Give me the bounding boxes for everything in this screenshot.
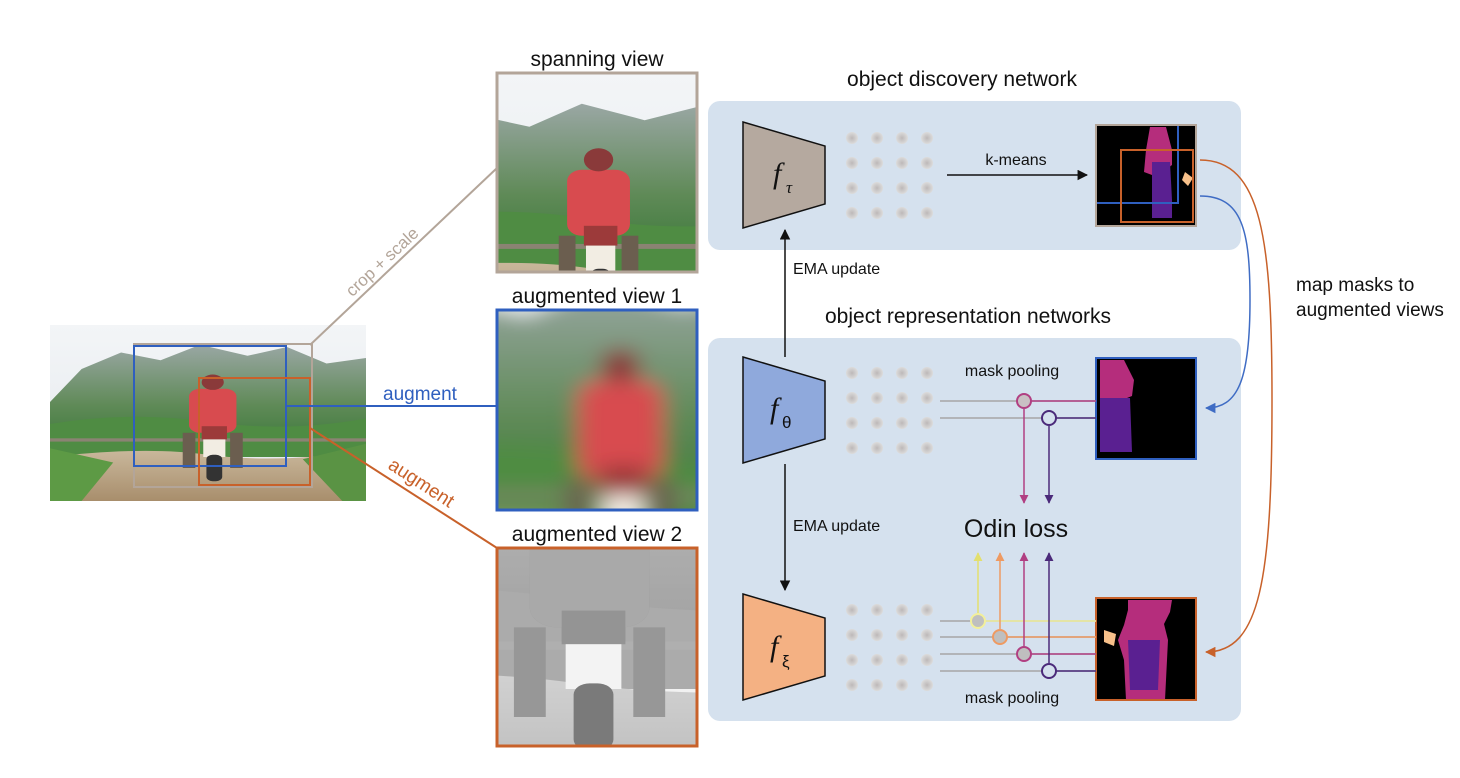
feature-dot [921,182,933,194]
feature-dot [896,207,908,219]
feature-dot [871,132,883,144]
view2-crop-box [198,377,311,486]
feature-grid-theta [846,367,933,454]
feature-dot [921,132,933,144]
mask-view-1 [1095,357,1197,460]
feature-dot [896,392,908,404]
feature-dot [871,392,883,404]
feature-dot [896,604,908,616]
feature-grid-tau [846,132,933,219]
feature-dot [846,392,858,404]
feature-dot [871,629,883,641]
feature-dot [871,207,883,219]
feature-dot [921,442,933,454]
feature-dot [896,132,908,144]
feature-dot [921,207,933,219]
ema-update-label-top: EMA update [793,261,880,278]
feature-dot [921,392,933,404]
encoder-f-tau: f τ [742,120,826,230]
augment-blue-label: augment [383,384,458,405]
feature-dot [896,157,908,169]
crop-scale-line [309,167,498,346]
feature-dot [896,182,908,194]
feature-dot [846,629,858,641]
map-mask-curve-orange [1199,159,1273,658]
feature-dot [921,367,933,379]
feature-dot [846,367,858,379]
feature-dot [846,679,858,691]
source-image [50,325,366,501]
mask-view-2 [1095,597,1197,701]
encoder-f-xi: f ξ [742,592,826,702]
map-masks-label-line1: map masks to [1296,275,1414,296]
crop-scale-label: crop + scale [342,224,422,301]
feature-dot [896,654,908,666]
feature-dot [896,367,908,379]
feature-dot [871,654,883,666]
feature-dot [846,157,858,169]
map-masks-label-line2: augmented views [1296,300,1444,321]
f-theta-subscript: θ [782,413,791,432]
mask-pooling-label-bottom: mask pooling [965,690,1059,707]
feature-dot [871,367,883,379]
feature-dot [871,157,883,169]
feature-dot [896,629,908,641]
feature-dot [846,207,858,219]
feature-dot [871,679,883,691]
f-xi-subscript: ξ [782,652,790,671]
feature-dot [846,654,858,666]
ema-update-label-bottom: EMA update [793,518,880,535]
feature-dot [846,182,858,194]
pooling-theta [940,393,1096,504]
encoder-f-theta: f θ [742,355,826,465]
f-tau-subscript: τ [786,178,793,197]
spanning-view-image [495,71,699,274]
feature-dot [921,417,933,429]
feature-grid-xi [846,604,933,691]
feature-dot [846,417,858,429]
augmented-view-1-title: augmented view 1 [512,285,682,308]
feature-dot [921,654,933,666]
feature-dot [896,417,908,429]
feature-dot [846,442,858,454]
augmented-view-1-image [495,308,699,512]
feature-dot [871,417,883,429]
feature-dot [921,604,933,616]
spanning-view-title: spanning view [530,48,664,71]
feature-dot [846,132,858,144]
augmented-view-2-image [495,546,699,748]
object-representation-networks-title: object representation networks [825,305,1111,328]
k-means-label: k-means [985,152,1046,169]
pooling-xi [940,552,1096,679]
map-mask-curve-blue [1199,195,1251,414]
discovery-mask [1095,124,1197,227]
mask-pooling-label-top: mask pooling [965,363,1059,380]
augment-orange-line [309,427,498,549]
feature-dot [871,604,883,616]
feature-dot [846,604,858,616]
feature-dot [896,679,908,691]
feature-dot [871,442,883,454]
feature-dot [896,442,908,454]
object-discovery-network-title: object discovery network [847,68,1077,91]
feature-dot [921,629,933,641]
feature-dot [921,679,933,691]
feature-dot [921,157,933,169]
feature-dot [871,182,883,194]
odin-loss-label: Odin loss [964,515,1068,543]
augmented-view-2-title: augmented view 2 [512,523,682,546]
